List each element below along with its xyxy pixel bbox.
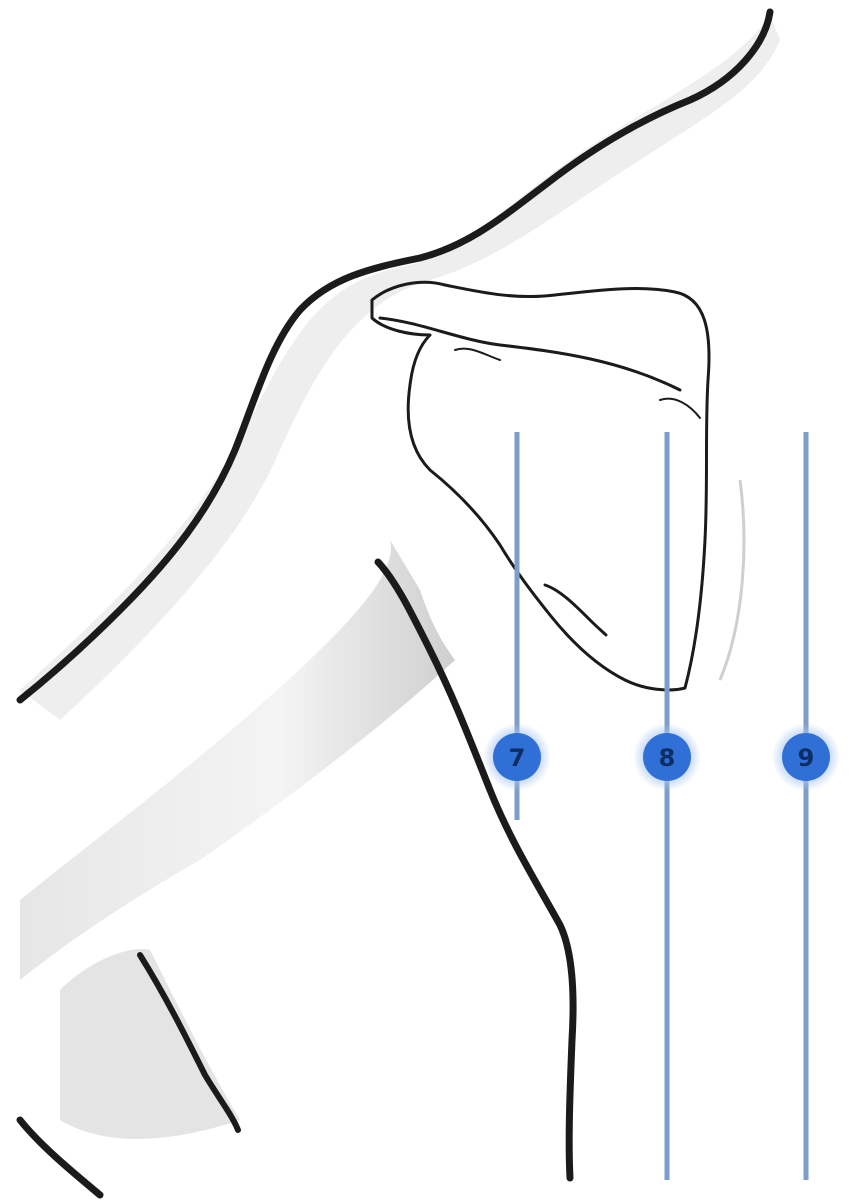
marker-7-label: 7 bbox=[509, 744, 526, 772]
marker-group: 7 8 9 bbox=[483, 723, 840, 791]
arm-shading bbox=[20, 540, 455, 980]
forearm-shading bbox=[60, 949, 240, 1139]
marker-8-label: 8 bbox=[659, 744, 676, 772]
spine-detail bbox=[455, 349, 500, 360]
marker-9: 9 bbox=[772, 723, 840, 791]
marker-7: 7 bbox=[483, 723, 551, 791]
coracoid-detail bbox=[545, 585, 606, 635]
humeral-head-detail bbox=[660, 399, 700, 418]
back-contour bbox=[720, 480, 744, 680]
guide-lines bbox=[517, 432, 806, 1180]
marker-9-label: 9 bbox=[798, 744, 815, 772]
marker-8: 8 bbox=[633, 723, 701, 791]
acromion-ridge bbox=[380, 318, 680, 390]
